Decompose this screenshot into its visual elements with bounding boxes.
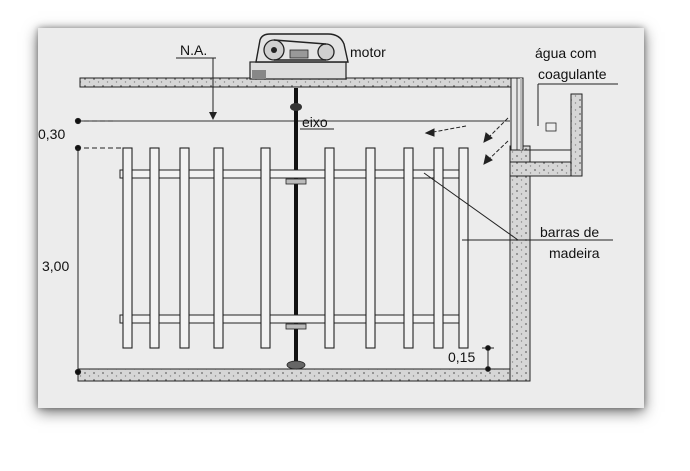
wooden-bar [433,147,444,349]
wooden-bar [458,147,469,349]
leader-lines [176,57,618,241]
wooden-bar [213,147,224,349]
height-dimension-label: 3,00 [42,258,70,274]
na-label: N.A. [180,42,208,58]
right-wall [509,145,531,382]
diagram-frame: N.A. motor água com coagulante eixo 0,30… [38,28,644,408]
shaft-label: eixo [302,114,328,130]
dimension-lines [74,117,494,376]
bottom-dimension-label: 0,15 [448,349,476,365]
wooden-bar [260,147,271,349]
wooden-bar [179,147,190,349]
flocculator-cross-section [74,33,618,382]
water-coagulant-label-line1: água com [535,45,597,61]
water-coagulant-label-line2: coagulante [538,66,607,82]
wooden-bars-label-line1: barras de [540,224,600,240]
motor-label: motor [350,44,386,60]
wooden-bars-label-line2: madeira [549,245,600,261]
top-dimension-label: 0,30 [38,126,66,142]
wooden-bar [403,147,414,349]
wooden-bar [149,147,160,349]
flow-arrows [424,117,509,165]
wooden-bar [122,147,133,349]
wooden-bar [365,147,376,349]
wooden-bar [324,147,335,349]
shaft [294,88,298,369]
inlet-channel-wall [570,93,583,177]
wooden-bars [122,147,469,349]
motor-icon [249,33,349,80]
bottom-slab [77,368,531,382]
